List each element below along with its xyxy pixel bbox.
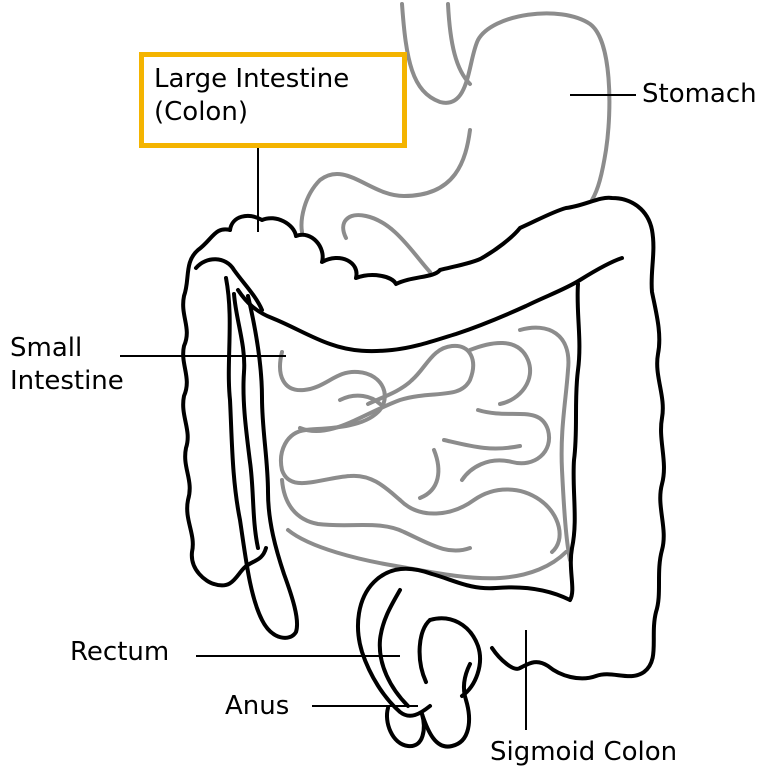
rectum-label[interactable]: Rectum [70,636,169,669]
small-intestine-label-line1[interactable]: Small [10,332,82,365]
small-intestine-label-line2[interactable]: Intestine [10,365,124,398]
large-intestine-label: Large Intestine [154,63,402,96]
large-intestine-label-box[interactable]: Large Intestine (Colon) [139,52,407,148]
sigmoid-colon-label[interactable]: Sigmoid Colon [490,736,677,769]
anus-label[interactable]: Anus [225,690,289,723]
stomach-label[interactable]: Stomach [642,78,757,111]
appendix-outline [226,278,297,638]
colon-label: (Colon) [154,96,402,129]
large-intestine-outline [183,198,664,747]
small-intestine-coils [280,328,570,579]
